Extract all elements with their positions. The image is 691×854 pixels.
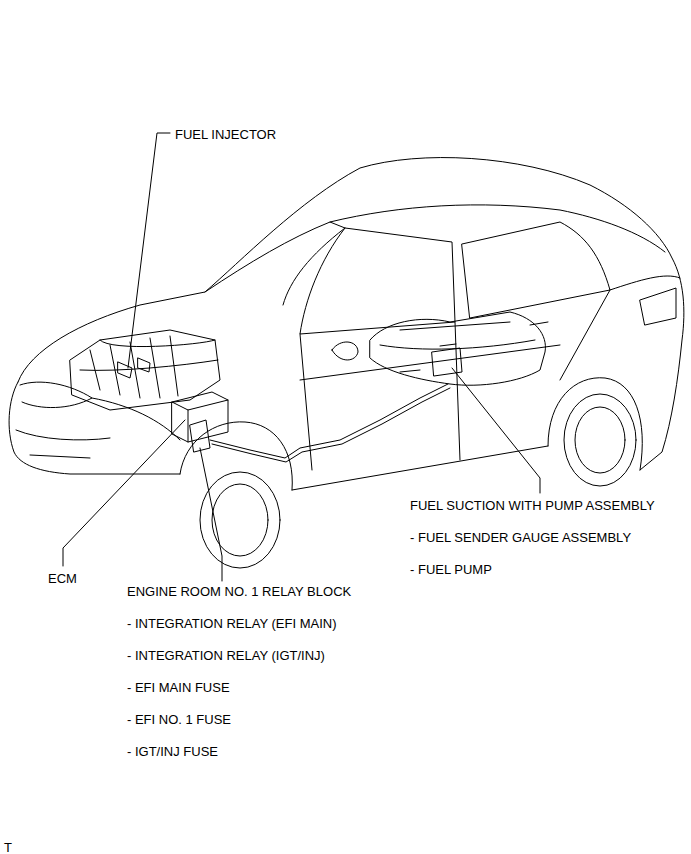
engine	[80, 340, 218, 370]
side-window	[462, 222, 610, 318]
tail-light	[640, 288, 676, 325]
front-wheel	[200, 472, 280, 568]
part-label: FUEL SUCTION WITH PUMP ASSEMBLY	[410, 499, 655, 512]
leader-line	[452, 368, 540, 493]
car-body	[292, 446, 548, 490]
part-label: FUEL INJECTOR	[175, 128, 276, 141]
part-label: ENGINE ROOM NO. 1 RELAY BLOCK	[127, 585, 351, 598]
fuel-line	[212, 388, 450, 462]
part-label: - INTEGRATION RELAY (EFI MAIN)	[127, 617, 336, 630]
leader-line	[63, 420, 185, 566]
door-line	[455, 322, 460, 460]
wheel-arch	[548, 378, 642, 470]
part-label: - FUEL SENDER GAUGE ASSEMBLY	[410, 531, 631, 544]
grille	[16, 430, 110, 458]
front-wheel	[212, 484, 268, 556]
trunk	[610, 276, 680, 290]
rear-wheel	[575, 407, 625, 473]
door-line	[560, 290, 610, 380]
part-label: - EFI MAIN FUSE	[127, 681, 230, 694]
part-label: - IGT/INJ FUSE	[127, 745, 218, 758]
part-label: - EFI NO. 1 FUSE	[127, 713, 231, 726]
car-body	[9, 382, 180, 474]
side-window	[300, 228, 455, 334]
ecm	[172, 392, 228, 442]
mirror	[332, 342, 358, 360]
car-body	[18, 158, 684, 470]
leader-line	[128, 133, 170, 368]
headlight	[20, 382, 92, 408]
fender-line	[92, 398, 180, 440]
door-line	[300, 334, 312, 470]
fuel-injector	[118, 358, 150, 378]
leader-line	[200, 448, 222, 581]
fuel-pump	[432, 344, 462, 376]
roof-line	[330, 205, 665, 252]
fuel-tank	[370, 312, 545, 385]
part-label: - FUEL PUMP	[410, 563, 492, 576]
windshield	[205, 222, 345, 305]
door-handle	[400, 322, 548, 372]
part-label: ECM	[48, 572, 77, 585]
relay-block	[190, 420, 210, 452]
engine	[70, 330, 220, 410]
part-label: - INTEGRATION RELAY (IGT/INJ)	[127, 649, 325, 662]
fuel-tank	[380, 322, 535, 349]
part-label: T	[4, 841, 12, 854]
door-line	[300, 345, 560, 380]
rear-wheel	[564, 394, 636, 486]
